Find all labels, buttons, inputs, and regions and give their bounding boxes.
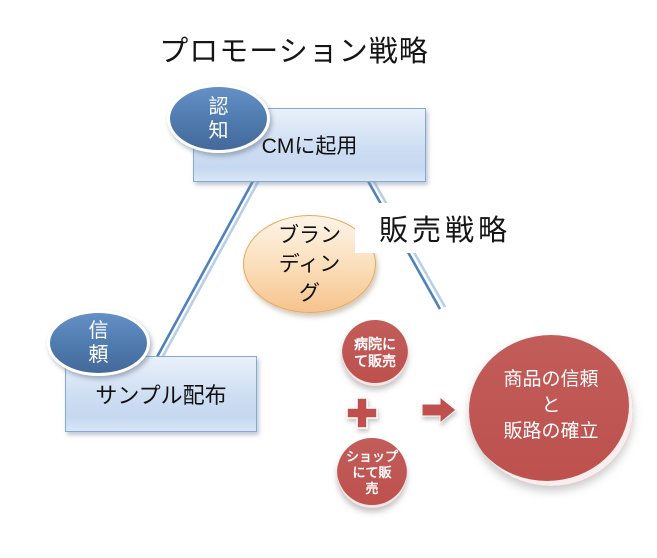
badge-trust: 信 頼: [47, 310, 150, 376]
plus-icon: [346, 397, 378, 429]
node-goal-circle: 商品の信頼 と 販路の確立: [469, 335, 633, 486]
node-hospital-label: 病院に て販売: [354, 336, 396, 369]
arrow-right-icon: [421, 395, 457, 425]
sales-strategy-title: 販売戦略: [355, 203, 535, 253]
node-shop-label: ショップ にて販 売: [345, 449, 398, 496]
badge-trust-label: 信 頼: [88, 320, 109, 366]
node-sample-label: サンプル配布: [95, 383, 227, 408]
node-branding-label: ブラン ディン グ: [278, 223, 341, 305]
connector-cm-to-sample: [155, 180, 260, 358]
node-hospital-circle: 病院に て販売: [342, 320, 408, 386]
node-branding-oval: ブラン ディン グ: [243, 215, 376, 313]
node-cm-label: CMに起用: [261, 135, 358, 158]
node-shop-circle: ショップ にて販 売: [337, 438, 407, 508]
badge-awareness: 認 知: [167, 84, 270, 153]
page-title: プロモーション戦略: [159, 36, 429, 68]
badge-awareness-label: 認 知: [208, 95, 229, 142]
node-goal-label: 商品の信頼 と 販路の確立: [503, 368, 599, 442]
